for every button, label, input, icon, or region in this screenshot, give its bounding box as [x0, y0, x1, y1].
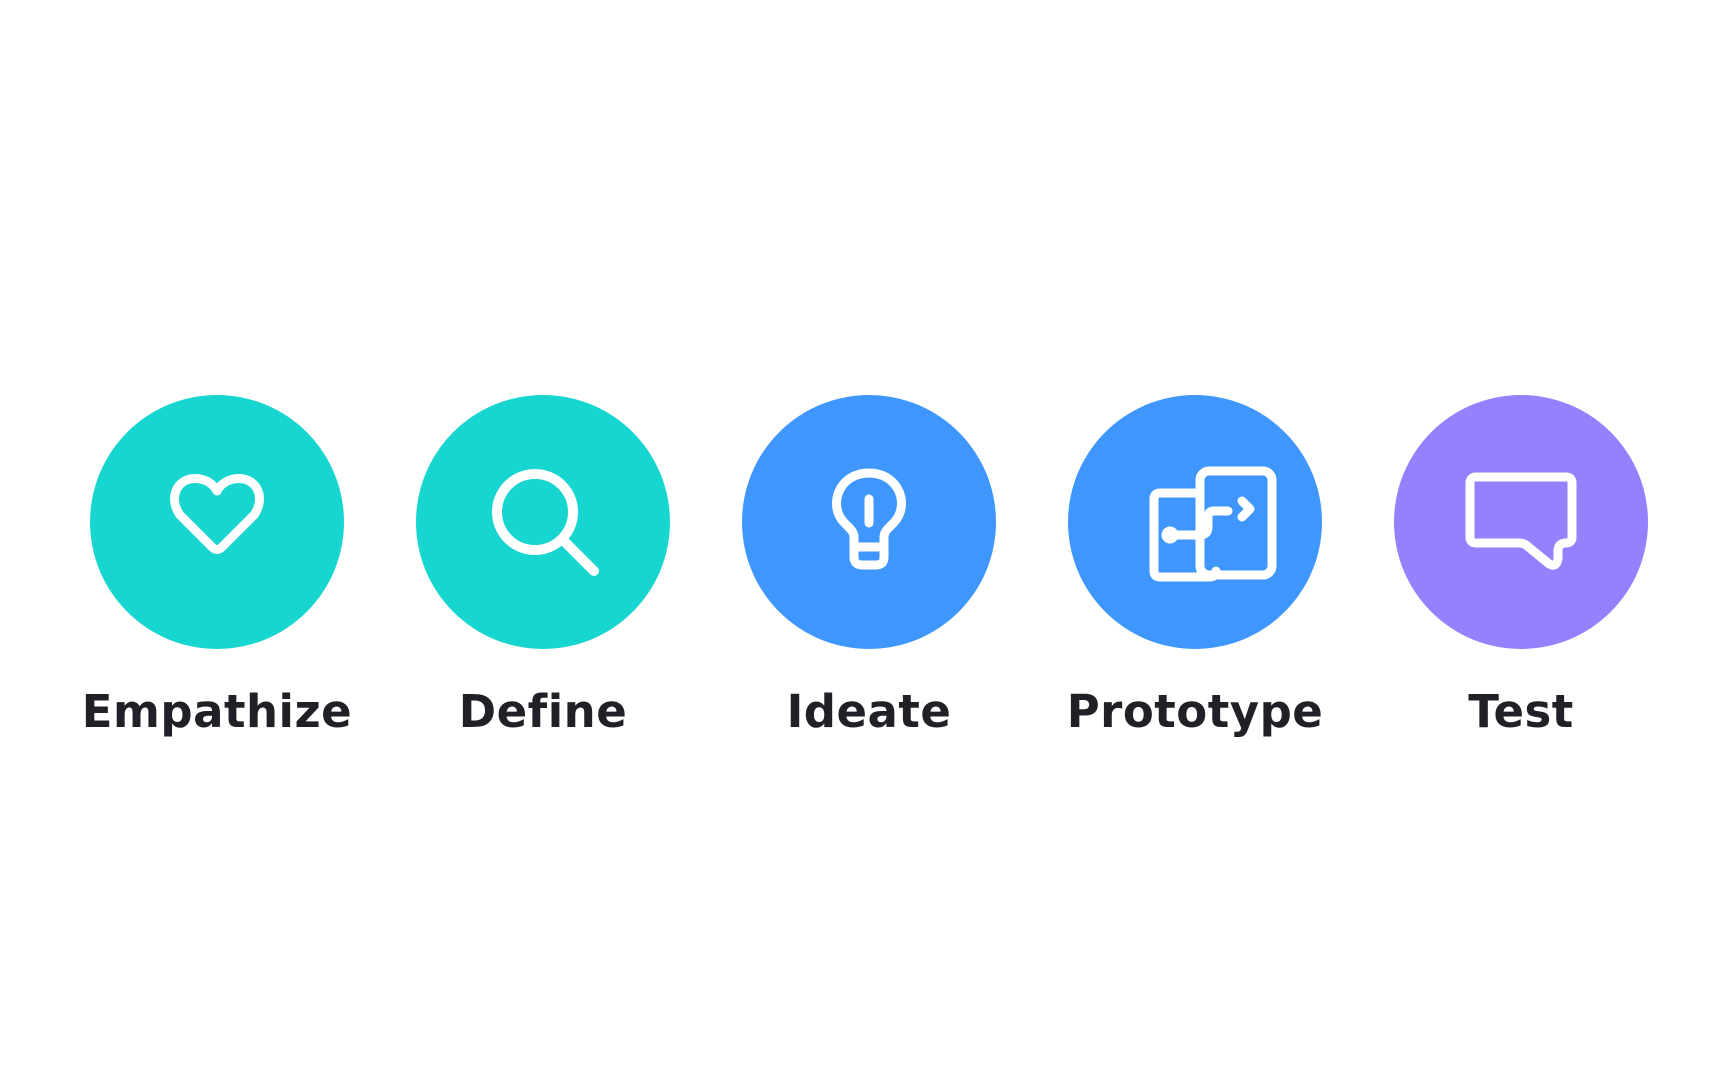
step-label: Empathize: [81, 685, 353, 738]
speech-bubble-icon: [1456, 455, 1586, 590]
heart-icon: [152, 455, 282, 590]
step-label: Ideate: [786, 685, 952, 738]
step-circle: [742, 395, 996, 649]
step-ideate: Ideate: [742, 395, 996, 734]
magnifier-icon: [478, 455, 608, 590]
step-circle: [416, 395, 670, 649]
step-empathize: Empathize: [82, 395, 352, 734]
step-circle: [90, 395, 344, 649]
step-label: Prototype: [1066, 685, 1324, 738]
step-circle: [1394, 395, 1648, 649]
lightbulb-icon: [804, 455, 934, 590]
prototype-screens-icon: [1130, 455, 1277, 590]
step-label: Test: [1468, 685, 1574, 738]
step-circle: [1068, 395, 1322, 649]
step-label: Define: [458, 685, 628, 738]
step-prototype: Prototype: [1066, 395, 1324, 738]
step-test: Test: [1394, 395, 1648, 734]
step-define: Define: [416, 395, 670, 734]
